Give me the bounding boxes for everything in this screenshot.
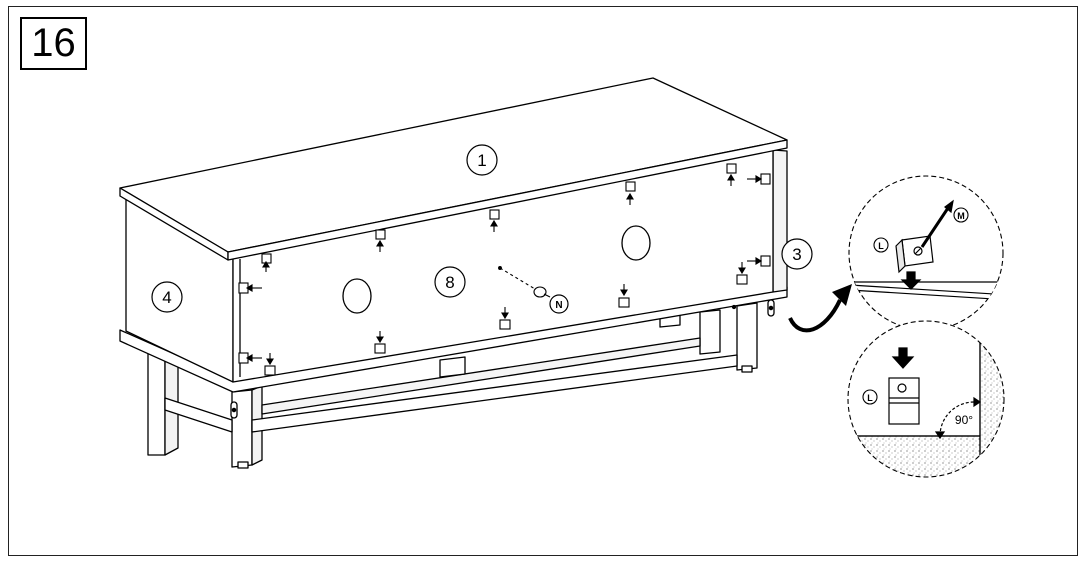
- curved-arrow-icon: [788, 284, 852, 333]
- label-back-panel: 8: [445, 273, 454, 292]
- clip-top-3: [489, 209, 500, 232]
- label-clip-l-bottom: L: [867, 393, 873, 403]
- clip-right-2: [747, 255, 771, 267]
- label-screw-n: N: [555, 300, 562, 311]
- clip-top-5: [726, 163, 737, 186]
- clip-bottom-4: [618, 284, 630, 308]
- label-top-panel: 1: [477, 151, 486, 170]
- clip-top-4: [625, 181, 636, 205]
- clip-left-1: [238, 282, 262, 294]
- label-circle-m: [953, 207, 969, 223]
- clip-top-2: [375, 229, 386, 252]
- clip-bottom-5: [736, 262, 748, 285]
- label-circle-1: [466, 144, 498, 176]
- clip-right-1: [747, 173, 771, 185]
- label-side-right: 3: [792, 245, 801, 264]
- label-circle-n: [549, 294, 569, 314]
- clip-markers: [238, 163, 771, 376]
- label-screw-m: M: [957, 211, 965, 221]
- clip-left-2: [238, 352, 262, 364]
- clip-bottom-1: [264, 353, 276, 376]
- clip-bottom-3: [499, 307, 511, 330]
- label-clip-l-top: L: [878, 241, 884, 251]
- angle-label: 90°: [955, 413, 973, 427]
- step-number: 16: [20, 17, 87, 70]
- label-circle-l-top: [873, 237, 889, 253]
- label-side-left: 4: [162, 288, 171, 307]
- part-labels: [151, 144, 813, 314]
- clip-bottom-2: [374, 331, 386, 354]
- detail-top: [848, 175, 1004, 331]
- clip-top-1: [261, 253, 272, 272]
- screw-n-marker: [498, 266, 551, 298]
- label-circle-l-bottom: [862, 389, 878, 405]
- label-circle-3: [781, 238, 813, 270]
- cabinet: [119, 77, 788, 469]
- label-circle-4: [151, 281, 183, 313]
- label-circle-8: [434, 266, 466, 298]
